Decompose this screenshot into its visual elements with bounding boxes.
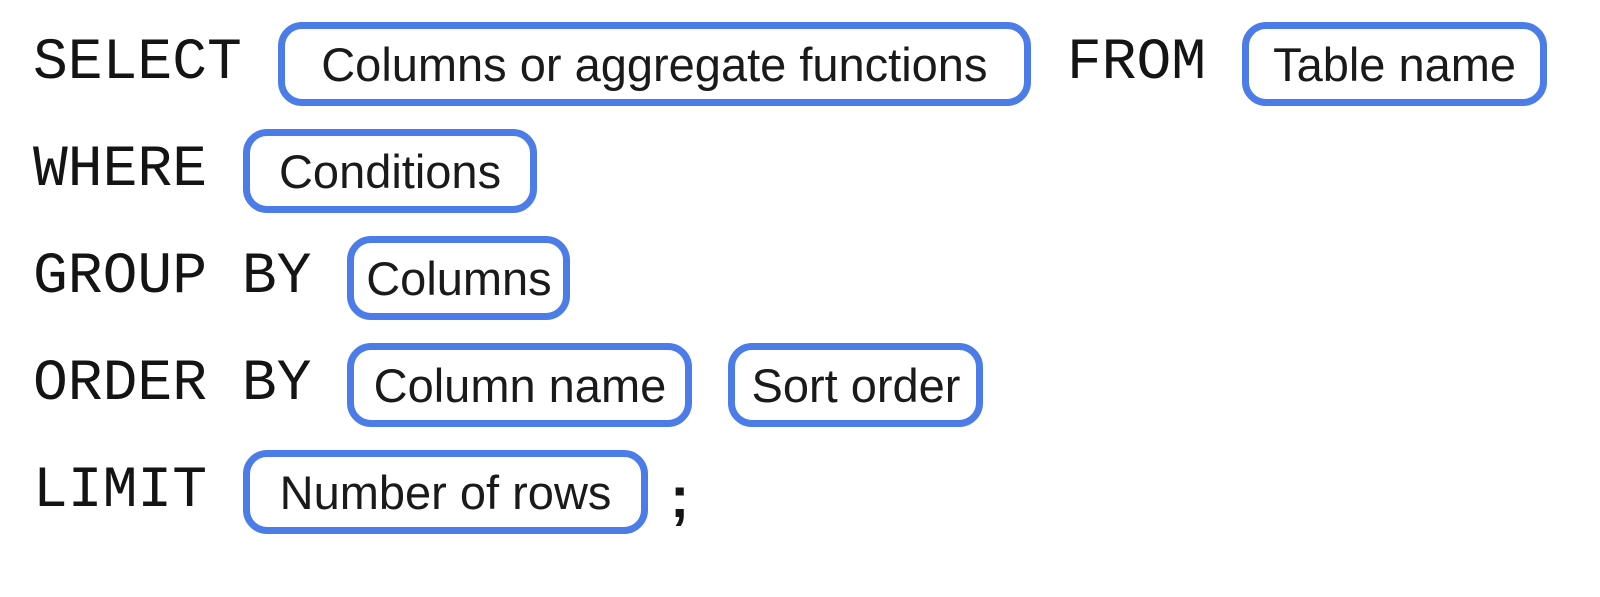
row-group-by: GROUP BY Columns (33, 236, 1600, 320)
placeholder-label-column-name: Column name (373, 358, 667, 412)
box-number-of-rows: Number of rows (243, 450, 649, 534)
box-conditions: Conditions (243, 129, 538, 213)
keyword-where: WHERE (33, 138, 208, 203)
row-limit: LIMIT Number of rows ; (33, 450, 1600, 534)
box-table-name: Table name (1242, 22, 1548, 106)
keyword-from: FROM (1066, 31, 1207, 96)
row-where: WHERE Conditions (33, 129, 1600, 213)
placeholder-label-table-name: Table name (1273, 37, 1517, 91)
box-column-name: Column name (347, 343, 693, 427)
placeholder-label-sort-order: Sort order (751, 358, 961, 412)
keyword-group-by: GROUP BY (33, 245, 312, 310)
row-select: SELECT Columns or aggregate functions FR… (33, 22, 1600, 106)
row-order-by: ORDER BY Column name Sort order (33, 343, 1600, 427)
placeholder-label-number-of-rows: Number of rows (279, 465, 612, 519)
keyword-limit: LIMIT (33, 459, 208, 524)
box-columns-aggregate: Columns or aggregate functions (277, 22, 1031, 106)
keyword-order-by: ORDER BY (33, 352, 312, 417)
placeholder-label-conditions: Conditions (278, 144, 502, 198)
placeholder-label-columns-aggregate: Columns or aggregate functions (321, 37, 988, 91)
placeholder-label-columns: Columns (366, 251, 552, 305)
box-columns: Columns (347, 236, 571, 320)
statement-terminator-semicolon: ; (670, 465, 690, 530)
keyword-select: SELECT (33, 31, 242, 96)
box-sort-order: Sort order (728, 343, 984, 427)
